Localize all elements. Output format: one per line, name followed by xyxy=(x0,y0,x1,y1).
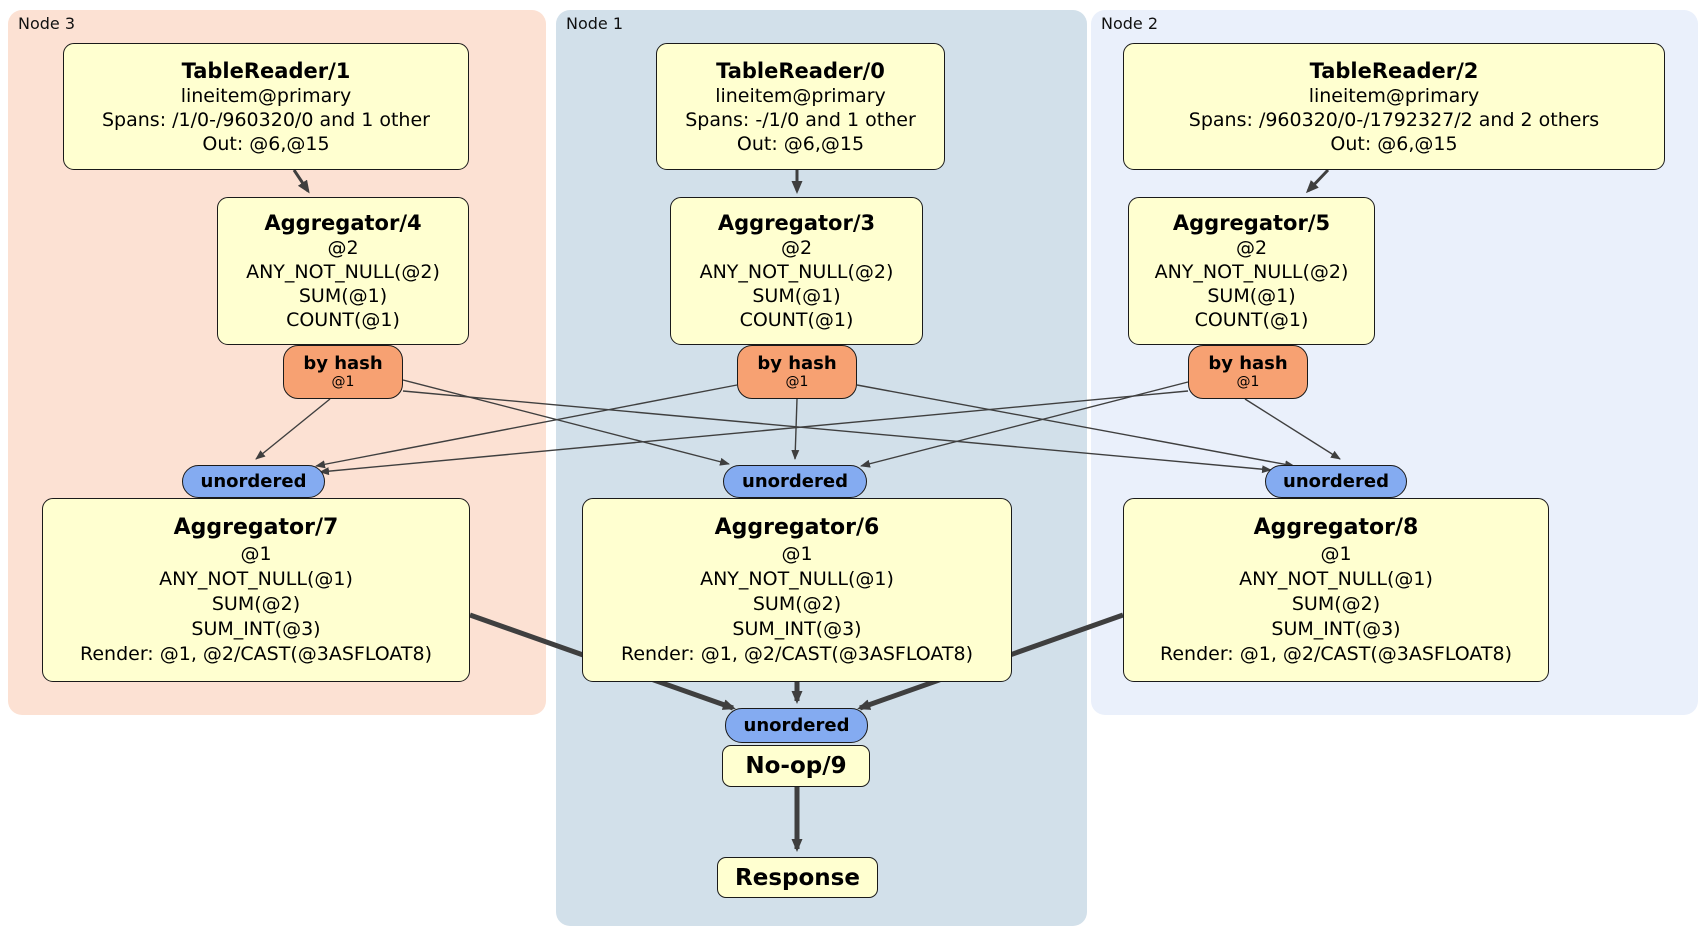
processor-aggregator-6: Aggregator/6 @1 ANY_NOT_NULL(@1) SUM(@2)… xyxy=(582,498,1012,682)
processor-line: ANY_NOT_NULL(@1) xyxy=(1239,567,1433,590)
response-node: Response xyxy=(717,857,878,898)
edge-hash4-syncR xyxy=(402,390,1272,474)
processor-line: SUM(@2) xyxy=(211,592,301,615)
processor-title: TableReader/0 xyxy=(716,58,885,83)
sync-unordered-middle: unordered xyxy=(723,465,867,498)
edge-hash3-syncM xyxy=(791,398,800,460)
edge-tr1-agg4 xyxy=(292,169,310,194)
router-by-hash-3: by hash @1 xyxy=(737,345,857,399)
processor-index-line: lineitem@primary xyxy=(1308,84,1480,107)
processor-title: Aggregator/7 xyxy=(173,514,339,540)
panel-node1-label: Node 1 xyxy=(566,14,624,33)
processor-render-line: Render: @1, @2/CAST(@3ASFLOAT8) xyxy=(80,642,432,665)
router-detail: @1 xyxy=(1236,374,1260,390)
processor-line: @2 xyxy=(780,237,813,259)
processor-line: SUM(@2) xyxy=(1291,592,1381,615)
processor-line: @1 xyxy=(1320,542,1352,565)
processor-index-line: lineitem@primary xyxy=(180,84,352,107)
processor-title: Aggregator/6 xyxy=(714,514,880,540)
processor-spans-line: Spans: /960320/0-/1792327/2 and 2 others xyxy=(1188,108,1600,131)
sync-unordered-final: unordered xyxy=(725,708,868,743)
processor-line: @2 xyxy=(1235,237,1268,259)
router-label: by hash xyxy=(757,353,837,374)
processor-aggregator-7: Aggregator/7 @1 ANY_NOT_NULL(@1) SUM(@2)… xyxy=(42,498,470,682)
processor-line: ANY_NOT_NULL(@2) xyxy=(699,261,894,283)
sync-unordered-left: unordered xyxy=(182,465,325,498)
router-label: by hash xyxy=(303,353,383,374)
processor-line: SUM_INT(@3) xyxy=(732,617,862,640)
processor-tablereader-1: TableReader/1 lineitem@primary Spans: /1… xyxy=(63,43,469,170)
sync-unordered-right: unordered xyxy=(1265,465,1407,498)
processor-line: @2 xyxy=(327,237,359,259)
processor-title: Aggregator/3 xyxy=(717,211,876,235)
edge-hash4-syncM xyxy=(402,379,730,466)
processor-tablereader-2: TableReader/2 lineitem@primary Spans: /9… xyxy=(1123,43,1665,170)
processor-line: SUM(@1) xyxy=(298,285,388,307)
processor-title: Aggregator/5 xyxy=(1172,211,1331,235)
router-label: by hash xyxy=(1208,353,1288,374)
processor-out-line: Out: @6,@15 xyxy=(1330,132,1458,155)
router-by-hash-5: by hash @1 xyxy=(1188,345,1308,399)
processor-spans-line: Spans: -/1/0 and 1 other xyxy=(685,108,916,131)
router-detail: @1 xyxy=(785,374,809,390)
processor-spans-line: Spans: /1/0-/960320/0 and 1 other xyxy=(102,108,430,131)
processor-title: Response xyxy=(735,864,860,891)
processor-title: Aggregator/4 xyxy=(264,211,422,235)
sync-label: unordered xyxy=(743,715,850,736)
processor-line: SUM_INT(@3) xyxy=(191,617,321,640)
edge-hash5-syncL xyxy=(319,390,1189,476)
processor-aggregator-8: Aggregator/8 @1 ANY_NOT_NULL(@1) SUM(@2)… xyxy=(1123,498,1549,682)
processor-out-line: Out: @6,@15 xyxy=(202,132,330,155)
edge-hash5-syncM xyxy=(860,381,1189,468)
processor-line: SUM(@1) xyxy=(1207,285,1296,307)
processor-render-line: Render: @1, @2/CAST(@3ASFLOAT8) xyxy=(1160,642,1512,665)
processor-noop-9: No-op/9 xyxy=(722,745,870,787)
processor-aggregator-4: Aggregator/4 @2 ANY_NOT_NULL(@2) SUM(@1)… xyxy=(217,197,469,345)
sync-label: unordered xyxy=(1283,471,1389,492)
processor-line: SUM(@1) xyxy=(752,285,841,307)
processor-line: COUNT(@1) xyxy=(286,309,400,331)
processor-title: No-op/9 xyxy=(745,753,847,779)
processor-title: TableReader/1 xyxy=(181,58,351,83)
processor-title: Aggregator/8 xyxy=(1253,514,1419,540)
router-by-hash-4: by hash @1 xyxy=(283,345,403,399)
sync-label: unordered xyxy=(742,471,848,492)
edge-hash3-syncL xyxy=(315,384,738,469)
edge-hash5-syncR xyxy=(1244,398,1341,460)
processor-line: SUM_INT(@3) xyxy=(1271,617,1401,640)
processor-line: @1 xyxy=(240,542,272,565)
sync-label: unordered xyxy=(200,471,307,492)
processor-aggregator-5: Aggregator/5 @2 ANY_NOT_NULL(@2) SUM(@1)… xyxy=(1128,197,1375,345)
processor-line: @1 xyxy=(781,542,813,565)
processor-render-line: Render: @1, @2/CAST(@3ASFLOAT8) xyxy=(621,642,973,665)
processor-line: ANY_NOT_NULL(@2) xyxy=(1154,261,1349,283)
router-detail: @1 xyxy=(331,374,355,390)
edge-hash4-syncL xyxy=(255,398,331,460)
panel-node3-label: Node 3 xyxy=(18,14,76,33)
edge-hash3-syncR xyxy=(856,384,1295,469)
processor-title: TableReader/2 xyxy=(1309,58,1479,83)
processor-line: SUM(@2) xyxy=(752,592,842,615)
edge-tr2-agg5 xyxy=(1305,168,1330,194)
processor-line: COUNT(@1) xyxy=(739,309,854,331)
processor-index-line: lineitem@primary xyxy=(715,84,886,107)
processor-line: ANY_NOT_NULL(@2) xyxy=(246,261,440,283)
processor-line: COUNT(@1) xyxy=(1194,309,1309,331)
processor-out-line: Out: @6,@15 xyxy=(736,132,865,155)
processor-line: ANY_NOT_NULL(@1) xyxy=(159,567,353,590)
processor-tablereader-0: TableReader/0 lineitem@primary Spans: -/… xyxy=(656,43,945,170)
processor-aggregator-3: Aggregator/3 @2 ANY_NOT_NULL(@2) SUM(@1)… xyxy=(670,197,923,345)
panel-node2-label: Node 2 xyxy=(1101,14,1159,33)
processor-line: ANY_NOT_NULL(@1) xyxy=(700,567,894,590)
